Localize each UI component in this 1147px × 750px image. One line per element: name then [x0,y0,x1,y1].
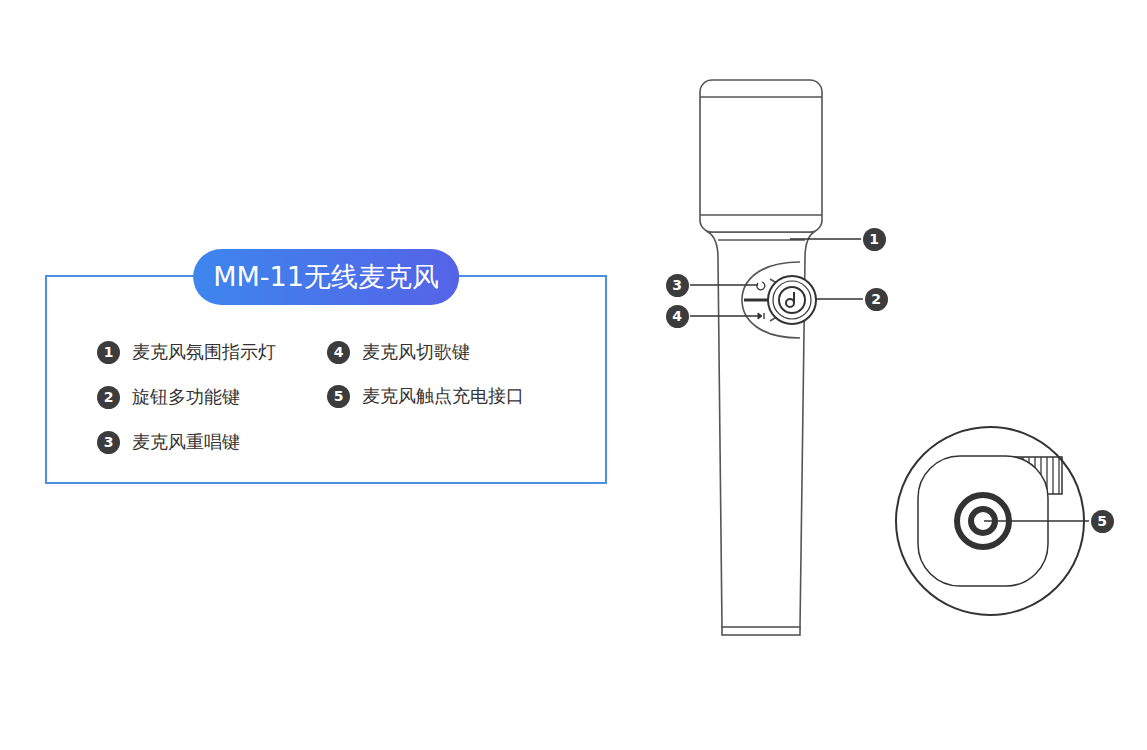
title-pill: MM-11无线麦克风 [193,249,459,305]
callout-number: 5 [327,385,350,408]
callout-number: 2 [871,291,881,307]
callout-number: 5 [1097,513,1107,529]
legend-item: 5 麦克风触点充电接口 [327,384,524,408]
legend-item: 1 麦克风氛围指示灯 [97,340,276,364]
part-name: 麦克风切歌键 [362,340,470,364]
callout-number: 3 [666,274,689,297]
part-name: 麦克风重唱键 [132,430,240,454]
callout-number: 5 [1091,510,1114,533]
callout-number: 4 [327,341,350,364]
callout-number: 3 [672,277,682,293]
legend-item: 3 麦克风重唱键 [97,430,240,454]
leader-lines [690,239,1089,521]
callout-number: 1 [869,231,879,247]
legend-item: 2 旋钮多功能键 [97,385,240,409]
callout-number: 4 [666,305,689,328]
callout-number: 1 [863,228,886,251]
callout-number: 4 [672,308,682,324]
part-name: 麦克风氛围指示灯 [132,340,276,364]
legend-item: 4 麦克风切歌键 [327,340,470,364]
callout-number: 2 [97,386,120,409]
callout-number: 1 [97,341,120,364]
part-name: 旋钮多功能键 [132,385,240,409]
microphone-side-view [700,80,822,635]
legend-panel: MM-11无线麦克风1麦克风氛围指示灯4麦克风切歌键2旋钮多功能键5麦克风触点充… [45,275,607,484]
callout-number: 2 [865,288,888,311]
callout-number: 3 [97,431,120,454]
part-name: 麦克风触点充电接口 [362,384,524,408]
